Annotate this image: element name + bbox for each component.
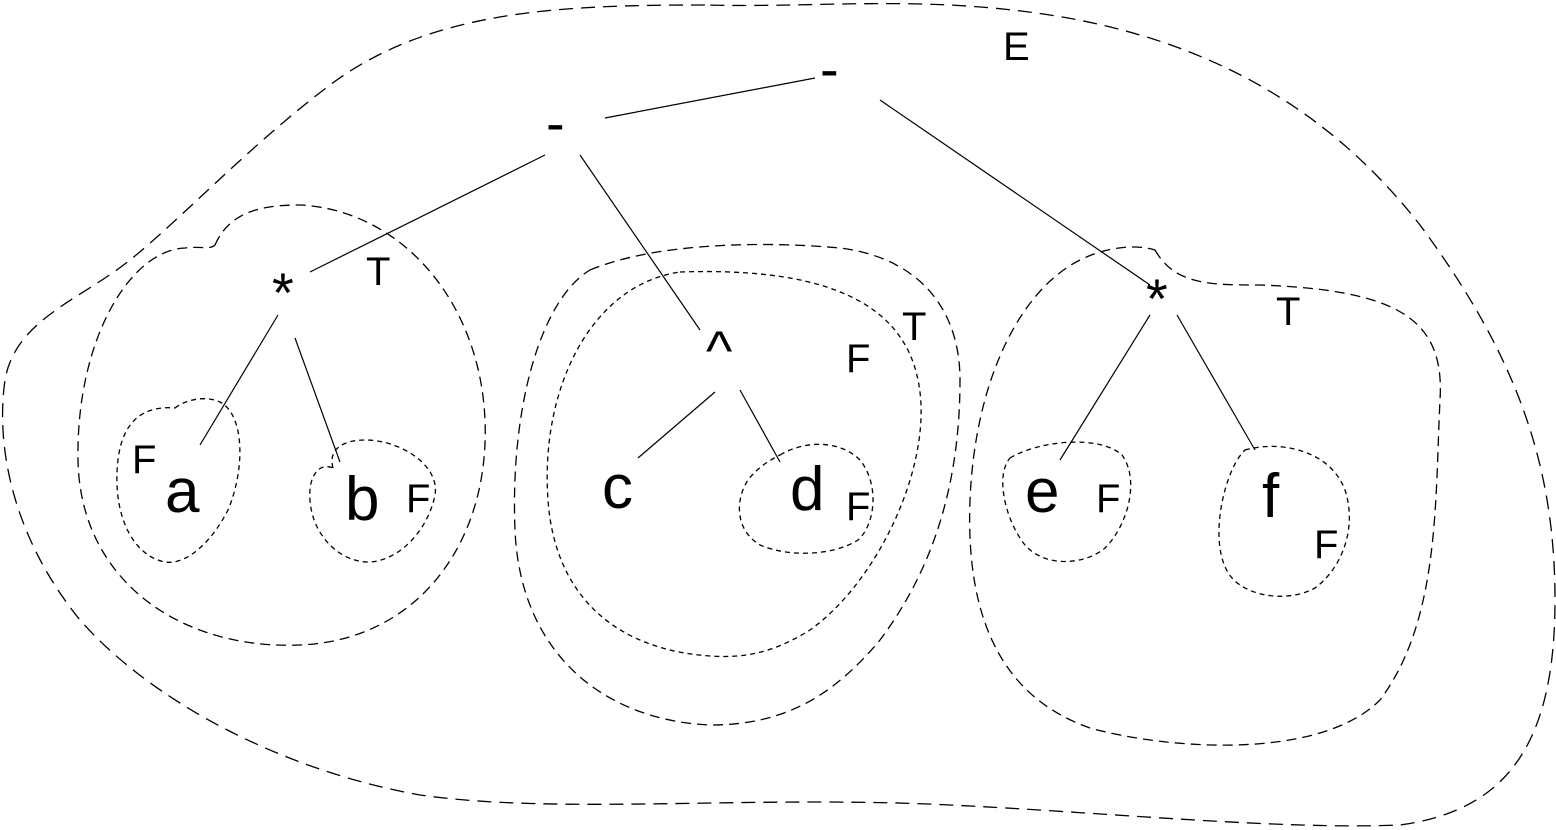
region-factor-a-outline [116, 398, 241, 563]
label-term-right: T [1276, 290, 1300, 334]
node-leaf-e: e [1025, 457, 1059, 526]
edge-rightstar-f [1176, 314, 1256, 451]
node-leaf-d: d [790, 455, 824, 524]
region-term-middle-outline [513, 243, 961, 726]
node-left-minus: - [546, 91, 565, 154]
region-term-left-outline [77, 204, 486, 646]
label-factor-a: F [132, 438, 156, 482]
edge-caret-c [637, 391, 716, 459]
edge-root-leftminus [604, 77, 816, 119]
node-root-minus: - [820, 37, 839, 100]
region-factor-caret-outline [546, 270, 922, 658]
edge-leftminus-leftstar [309, 154, 546, 273]
label-expression: E [1003, 25, 1030, 69]
edge-root-rightstar [879, 99, 1151, 286]
edge-leftminus-caret [579, 154, 701, 331]
label-factor-d: F [846, 485, 870, 529]
region-factor-b-outline [309, 439, 436, 563]
edge-leftstar-a [199, 314, 279, 446]
node-leaf-c: c [602, 453, 633, 522]
label-factor-caret: F [846, 337, 870, 381]
label-factor-b: F [406, 477, 430, 521]
region-term-right-outline [968, 246, 1442, 746]
node-leaf-b: b [345, 465, 379, 534]
edge-caret-d [739, 389, 781, 463]
node-left-star: * [272, 261, 294, 324]
label-term-left: T [366, 250, 390, 294]
node-caret: ^ [706, 319, 732, 382]
label-factor-e: F [1096, 477, 1120, 521]
edge-rightstar-e [1059, 314, 1151, 461]
region-factor-d-outline [738, 443, 874, 554]
region-factor-e-outline [1002, 441, 1132, 563]
node-leaf-a: a [165, 457, 200, 526]
edge-leftstar-b [294, 337, 341, 463]
node-leaf-f: f [1262, 462, 1280, 531]
label-factor-f: F [1314, 523, 1338, 567]
label-term-middle: T [902, 305, 926, 349]
region-factor-f-outline [1218, 445, 1350, 597]
node-right-star: * [1146, 267, 1168, 330]
